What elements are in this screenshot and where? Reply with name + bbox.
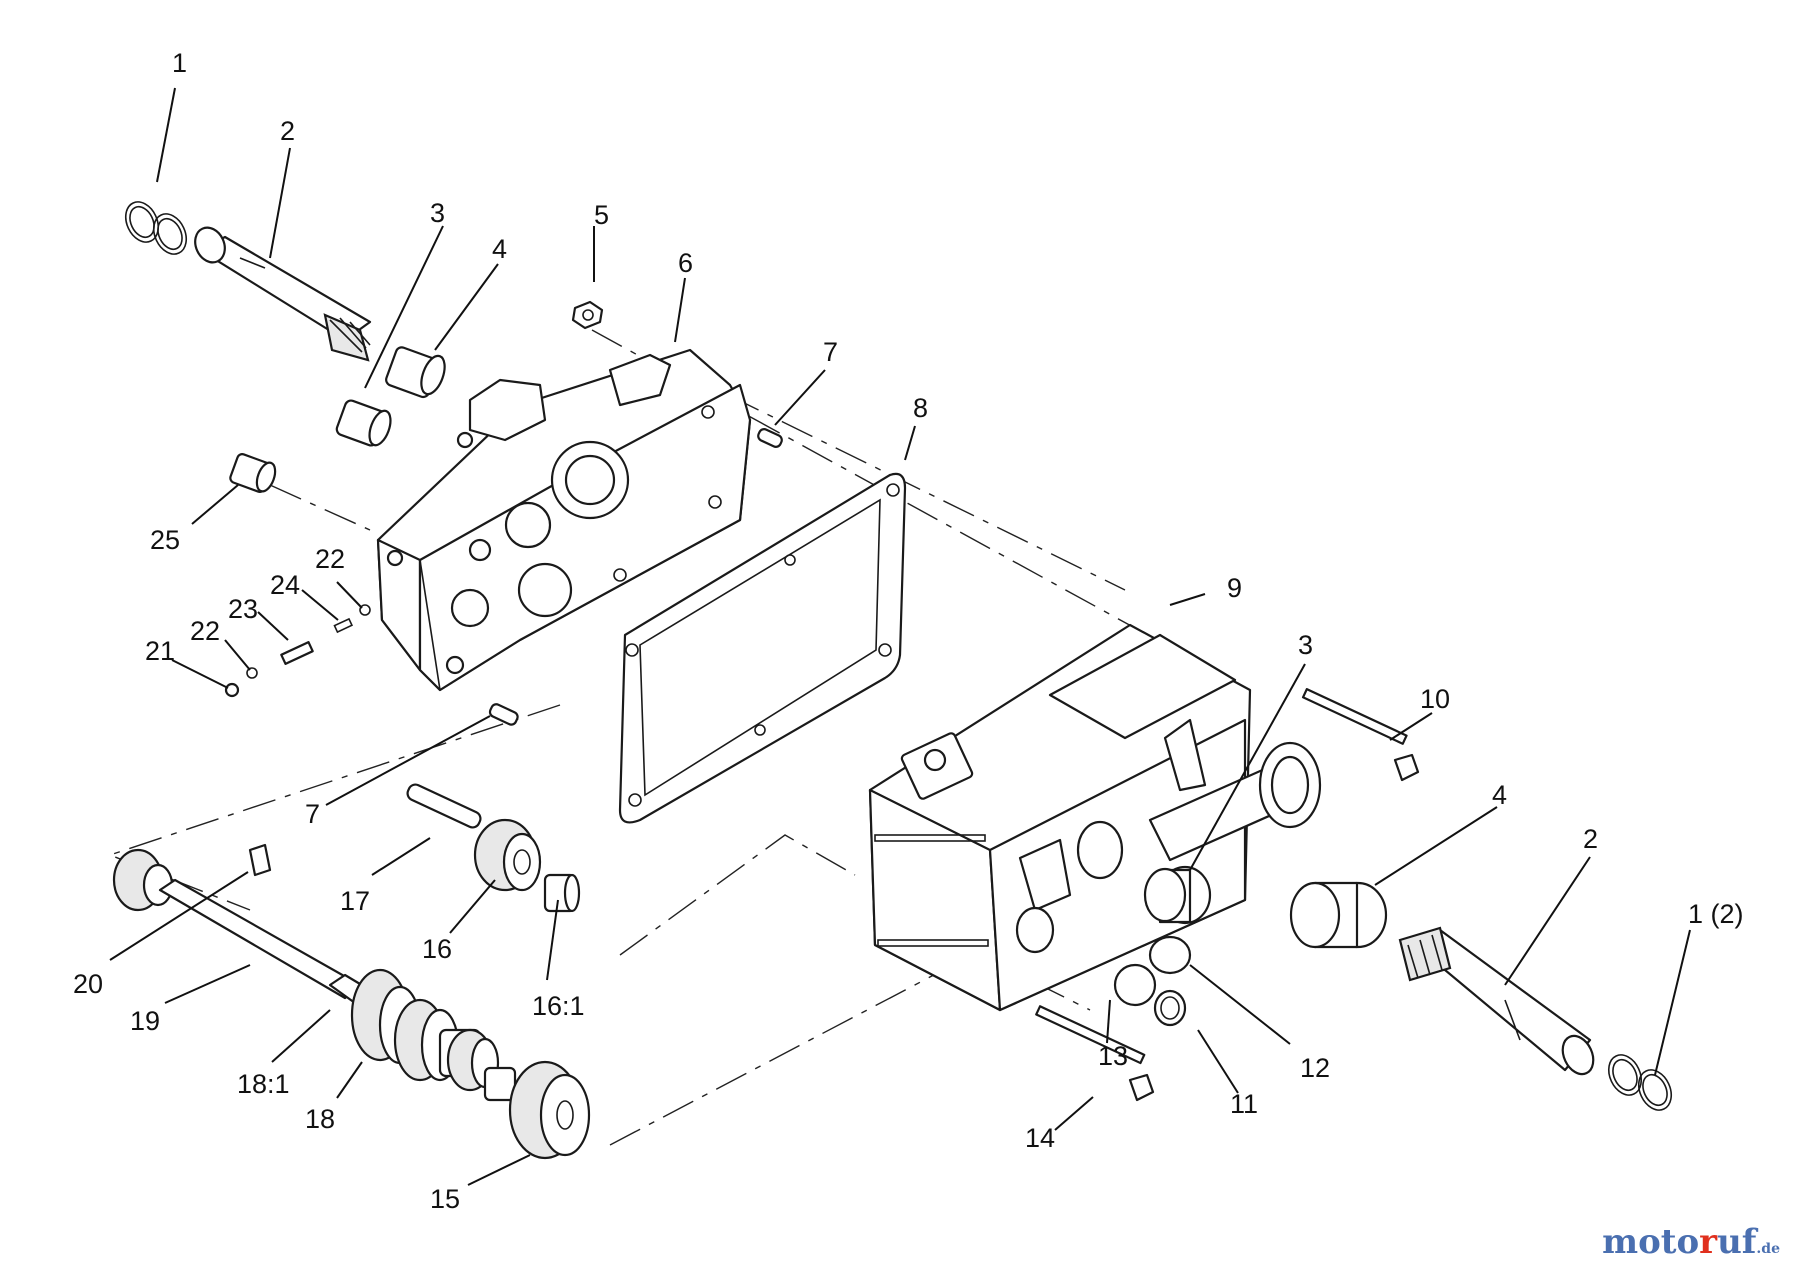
splined-shaft-upper <box>194 226 372 362</box>
label-25: 25 <box>150 525 180 555</box>
label-23: 23 <box>228 594 258 624</box>
label-12: 12 <box>1300 1053 1330 1083</box>
label-1-upper: 1 <box>172 48 187 78</box>
gasket <box>618 472 907 824</box>
label-18: 18 <box>305 1104 335 1134</box>
label-2-right: 2 <box>1583 824 1598 854</box>
hex-nut <box>571 300 604 330</box>
label-22-lower: 22 <box>190 616 220 646</box>
bushings-upper <box>229 346 446 493</box>
label-17: 17 <box>340 886 370 916</box>
label-5: 5 <box>594 200 609 230</box>
main-shaft-assembly <box>112 843 591 1160</box>
label-18-1: 18:1 <box>237 1069 290 1099</box>
label-3-upper: 3 <box>430 198 445 228</box>
label-10: 10 <box>1420 684 1450 714</box>
label-16: 16 <box>422 934 452 964</box>
label-11: 11 <box>1230 1089 1258 1119</box>
label-7-upper: 7 <box>823 337 838 367</box>
label-2-upper: 2 <box>280 116 295 146</box>
splined-shaft-right <box>1398 926 1673 1111</box>
label-1-2-right: 1 (2) <box>1688 899 1744 929</box>
watermark-tld: .de <box>1756 1241 1780 1257</box>
label-15: 15 <box>430 1184 460 1214</box>
label-7-lower: 7 <box>305 799 320 829</box>
label-13: 13 <box>1098 1041 1128 1071</box>
leader-lines <box>109 87 1691 1186</box>
label-24: 24 <box>270 570 300 600</box>
small-bushings-right <box>1113 935 1192 1027</box>
label-16-1: 16:1 <box>532 991 585 1021</box>
dowel-pins <box>488 428 783 726</box>
label-4-right: 4 <box>1492 780 1507 810</box>
label-3-right: 3 <box>1298 630 1313 660</box>
idler-shaft-and-gear <box>406 783 581 913</box>
watermark-brand: moto <box>1602 1222 1700 1262</box>
label-6: 6 <box>678 248 693 278</box>
watermark-brand-end: uf <box>1717 1222 1757 1262</box>
brand-watermark: motoruf.de <box>1602 1222 1780 1262</box>
upper-housing <box>376 348 752 692</box>
watermark-brand-accent: r <box>1699 1222 1718 1262</box>
label-19: 19 <box>130 1006 160 1036</box>
snap-rings-upper <box>124 201 188 255</box>
label-9: 9 <box>1227 573 1242 603</box>
label-22-upper: 22 <box>315 544 345 574</box>
label-21: 21 <box>145 636 175 666</box>
label-4-upper: 4 <box>492 234 507 264</box>
bolts <box>1035 688 1420 1102</box>
lower-housing <box>868 623 1322 1012</box>
label-8: 8 <box>913 393 928 423</box>
bushings-right <box>1143 865 1388 949</box>
detent-parts <box>224 604 371 698</box>
label-20: 20 <box>73 969 103 999</box>
label-14: 14 <box>1025 1123 1055 1153</box>
part-labels: 1 2 3 4 5 6 7 8 9 3 10 4 2 1 (2) 25 22 2… <box>73 48 1744 1214</box>
